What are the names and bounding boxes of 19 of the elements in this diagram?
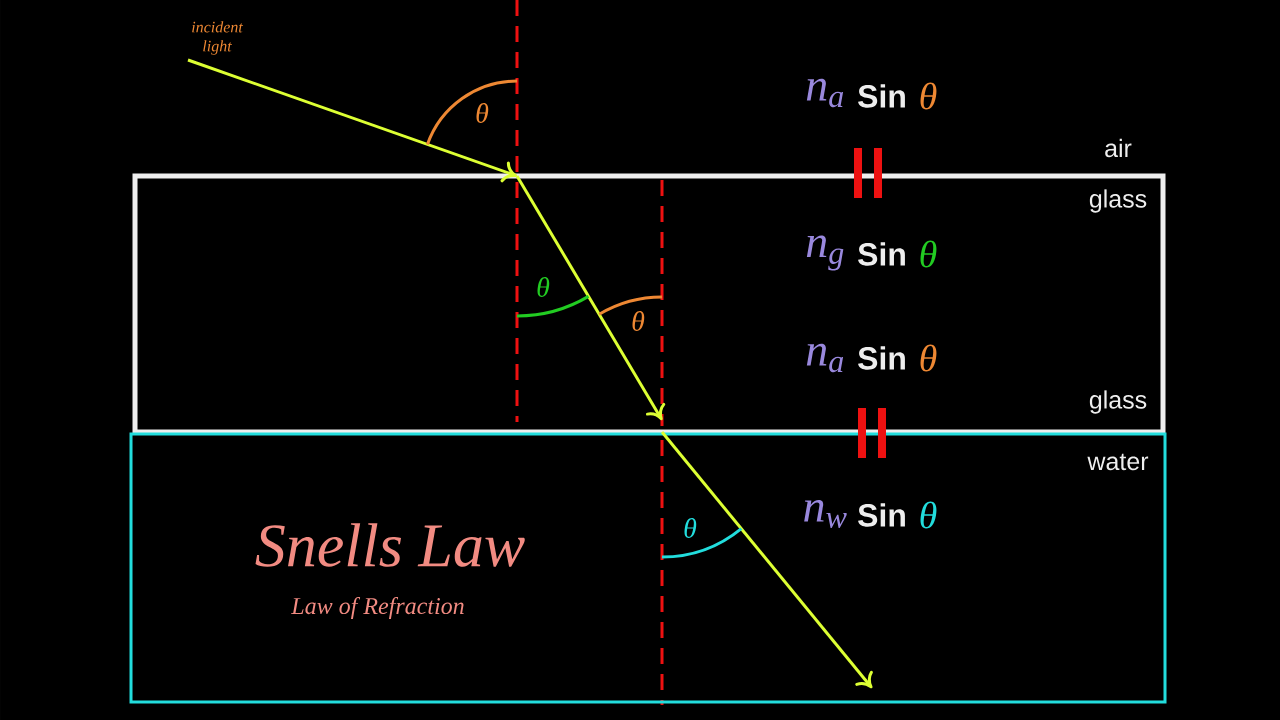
refractive-index: n$_{a}$	[806, 78, 844, 108]
sine-text: Sin	[858, 242, 905, 266]
title-text: Snells Law	[255, 523, 525, 567]
sine-text: Sin	[858, 84, 905, 108]
angle-symbol: θ	[920, 82, 937, 110]
incident-label: incident light	[192, 21, 244, 55]
sine-text: Sin	[858, 346, 905, 370]
angle-symbol: θ	[632, 311, 645, 331]
subtitle-text: Law of Refraction	[291, 597, 464, 619]
refractive-index: n$_{g}$	[806, 235, 844, 271]
angle-symbol: θ	[684, 518, 697, 538]
angle-symbol: θ	[920, 344, 937, 372]
refractive-index: n$_{w}$	[804, 499, 847, 529]
angle-symbol: θ	[920, 501, 937, 529]
sine-text: Sin	[858, 503, 905, 527]
refractive-index: n$_{a}$	[806, 343, 844, 373]
angle-symbol: θ	[476, 103, 489, 123]
angle-symbol: θ	[537, 277, 550, 297]
angle-symbol: θ	[920, 240, 937, 268]
